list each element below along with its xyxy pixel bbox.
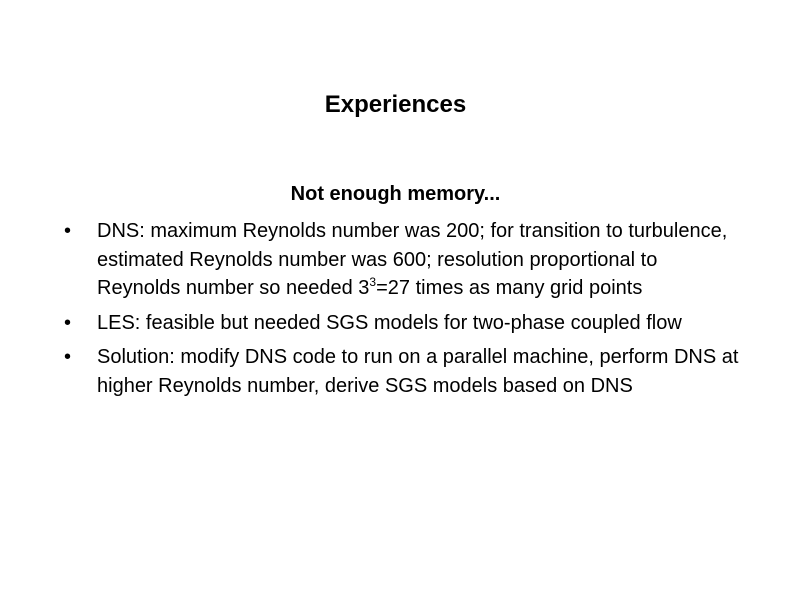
bullet-icon: • — [64, 220, 72, 242]
slide-subtitle: Not enough memory... — [290, 183, 501, 205]
bullet-text-continued: =27 times as many grid points — [376, 277, 643, 299]
bullet-text: Solution: modify DNS code to run on a pa… — [97, 346, 739, 397]
bullet-item-solution: • Solution: modify DNS code to run on a … — [64, 343, 744, 400]
bullet-text: DNS: maximum Reynolds number was 200; fo… — [97, 220, 728, 299]
superscript: 3 — [369, 275, 377, 289]
bullet-item-dns: • DNS: maximum Reynolds number was 200; … — [64, 217, 744, 303]
bullet-icon: • — [64, 346, 72, 368]
bullet-text: LES: feasible but needed SGS models for … — [97, 311, 682, 334]
bullet-list: • DNS: maximum Reynolds number was 200; … — [64, 217, 744, 406]
bullet-item-les: • LES: feasible but needed SGS models fo… — [64, 309, 744, 338]
bullet-icon: • — [64, 311, 72, 334]
slide-title: Experiences — [324, 91, 467, 118]
